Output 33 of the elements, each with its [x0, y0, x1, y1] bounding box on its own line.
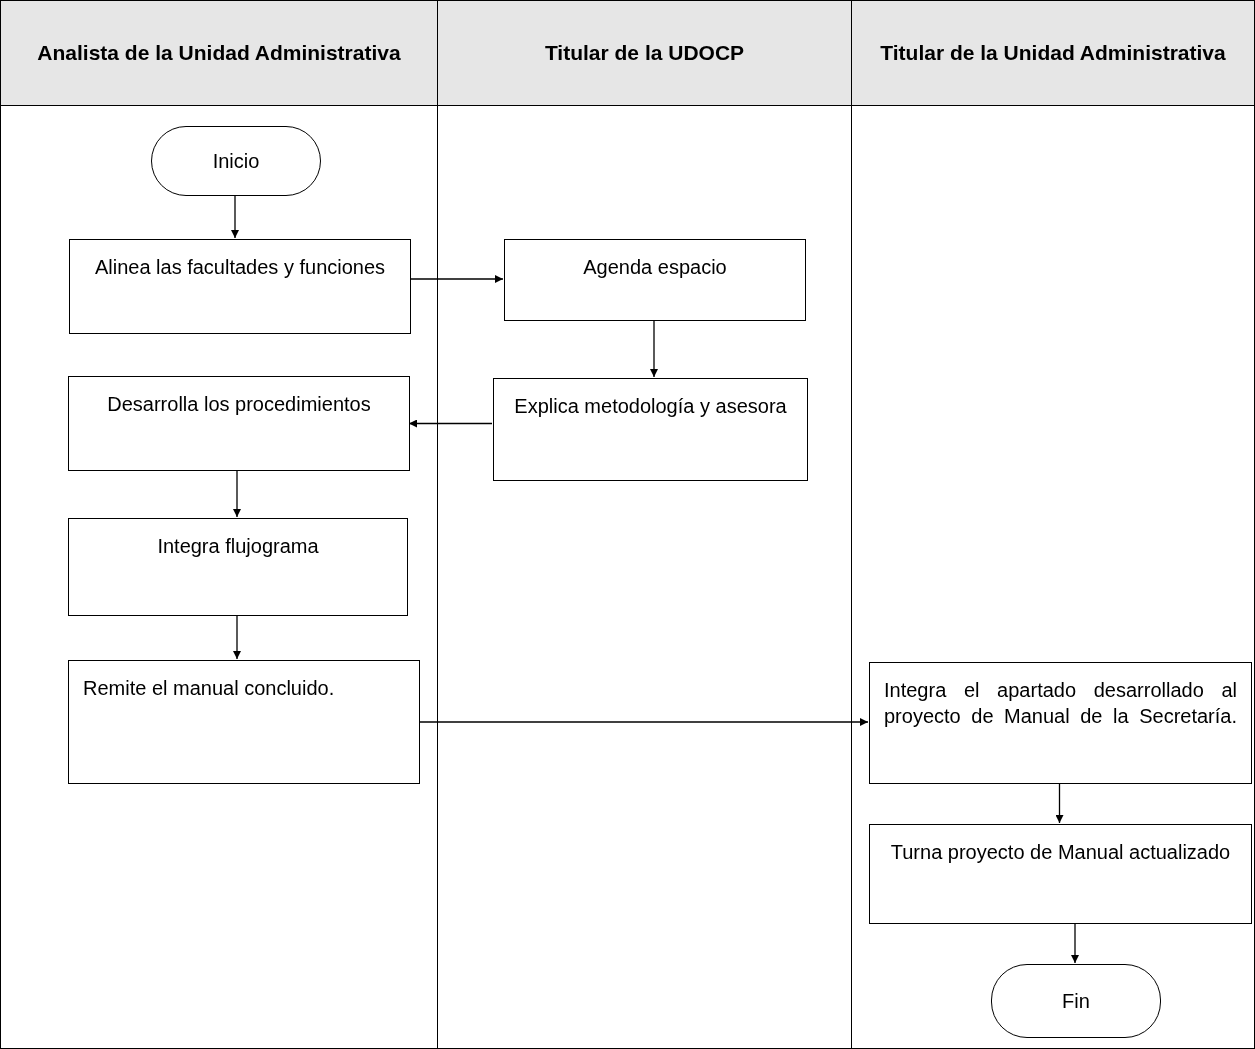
arrow — [408, 419, 493, 428]
lane-title: Titular de la Unidad Administrativa — [879, 40, 1227, 66]
step-text: Turna proyecto de Manual actualizado — [889, 840, 1232, 865]
step-text: Desarrolla los procedimientos — [106, 392, 372, 417]
process-box — [869, 824, 1252, 924]
swimlane — [851, 0, 1255, 1049]
swimlane — [0, 0, 438, 1049]
arrow — [233, 469, 241, 518]
arrow — [650, 319, 658, 378]
step-text: Explica metodología y asesora — [513, 394, 788, 419]
terminator-label: Inicio — [212, 149, 260, 173]
terminator-label: Fin — [1062, 989, 1090, 1013]
swimlane — [437, 0, 852, 1049]
arrow — [1055, 782, 1064, 824]
process-box — [68, 518, 408, 616]
step-text: Remite el manual concluido. — [83, 676, 336, 701]
process-box — [68, 660, 420, 784]
process-box — [869, 662, 1252, 784]
lane-title: Analista de la Unidad Administrativa — [36, 40, 402, 66]
process-box — [504, 239, 806, 321]
step-text: Integra flujograma — [156, 534, 320, 559]
arrow — [233, 614, 241, 660]
process-box — [68, 376, 410, 471]
step-text: Agenda espacio — [582, 255, 728, 280]
step-text: Alinea las facultades y funciones — [93, 255, 387, 280]
process-box — [493, 378, 808, 481]
arrow — [409, 275, 504, 283]
arrow — [1071, 922, 1079, 964]
arrow — [418, 718, 869, 726]
step-text: Integra el apartado desarrollado al proyecto de Manual de la Secretaría. — [884, 678, 1237, 729]
lane-title: Titular de la UDOCP — [543, 40, 746, 66]
arrow — [231, 194, 239, 239]
process-box — [69, 239, 411, 334]
